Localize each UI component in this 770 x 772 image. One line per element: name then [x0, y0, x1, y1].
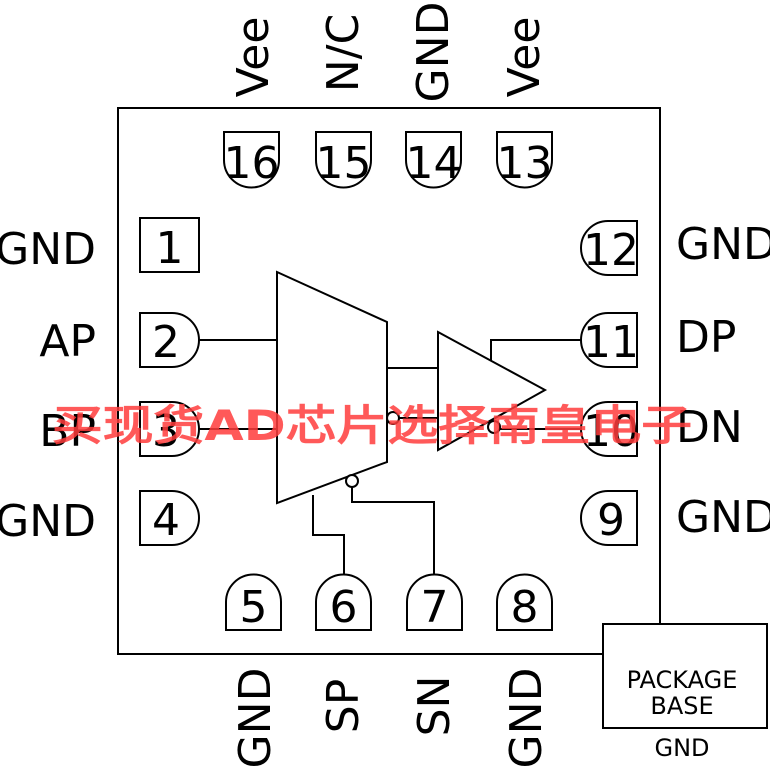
svg-text:11: 11: [583, 317, 639, 368]
package-base-box: [602, 623, 768, 729]
pad-9: 9: [580, 490, 638, 546]
svg-text:9: 9: [597, 495, 625, 546]
pin1-label: GND: [0, 224, 96, 275]
pin11-label: DP: [676, 312, 736, 363]
pad-4: 4: [139, 490, 200, 546]
svg-text:12: 12: [583, 225, 639, 276]
inversion-bubble-mux-out: [386, 411, 400, 425]
pad-5: 5: [225, 573, 282, 633]
pin8-label: GND: [501, 668, 552, 769]
pin2-label: AP: [39, 316, 96, 367]
svg-text:8: 8: [511, 582, 539, 633]
svg-text:3: 3: [152, 406, 180, 457]
svg-text:6: 6: [330, 582, 358, 633]
svg-text:13: 13: [497, 138, 553, 189]
pin13-label: Vee: [499, 17, 550, 98]
svg-text:7: 7: [421, 582, 449, 633]
pin15-label: N/C: [318, 14, 369, 92]
inversion-bubble-select: [345, 474, 359, 488]
pin3-label: BP: [39, 406, 96, 457]
svg-text:16: 16: [224, 138, 280, 189]
pin12-label: GND: [676, 219, 770, 270]
inversion-bubble-buffer-out: [487, 420, 501, 434]
pin5-label: GND: [230, 668, 281, 769]
pin6-label: SP: [318, 679, 369, 733]
pin7-label: SN: [409, 676, 460, 737]
pad-14: 14: [405, 131, 462, 189]
pad-10: 10: [580, 401, 639, 457]
watermark-text: 买现货AD芯片选择南皇电子: [52, 401, 692, 450]
svg-text:10: 10: [583, 406, 639, 457]
svg-text:15: 15: [316, 138, 372, 189]
svg-text:14: 14: [406, 138, 462, 189]
package-base-line2: BASE: [650, 692, 713, 720]
pad-1: 1: [139, 217, 200, 274]
svg-text:1: 1: [156, 223, 184, 274]
pin4-label: GND: [0, 496, 96, 547]
pad-15: 15: [315, 131, 372, 189]
pad-3: 3: [139, 401, 200, 457]
pin14-label: GND: [408, 2, 459, 103]
pin9-label: GND: [676, 492, 770, 543]
pad-12: 12: [580, 220, 639, 276]
pad-16: 16: [223, 131, 280, 189]
pin10-label: DN: [676, 402, 743, 453]
package-outline: [117, 107, 661, 655]
package-base-gnd-label: GND: [654, 734, 709, 762]
pad-8: 8: [496, 573, 553, 633]
mux-block: [276, 270, 388, 505]
svg-text:2: 2: [152, 317, 180, 368]
pin16-label: Vee: [228, 17, 279, 98]
pad-13: 13: [496, 131, 553, 189]
svg-text:5: 5: [240, 582, 268, 633]
pad-11: 11: [580, 312, 639, 368]
svg-text:4: 4: [152, 495, 180, 546]
package-base-line1: PACKAGE: [627, 666, 738, 694]
pad-2: 2: [139, 312, 200, 368]
pad-7: 7: [406, 573, 463, 633]
pad-6: 6: [315, 573, 372, 633]
wires: [199, 339, 581, 575]
